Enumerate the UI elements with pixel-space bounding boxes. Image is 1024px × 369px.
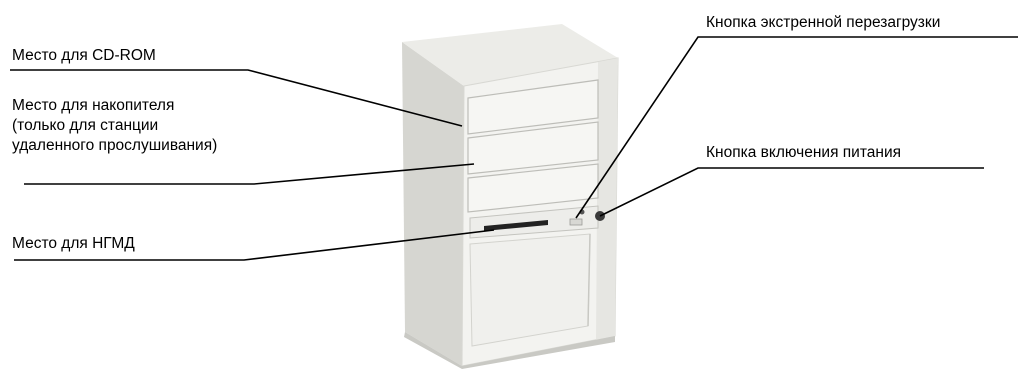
reset-leader-line <box>575 36 1018 219</box>
floppy-drive <box>469 205 599 239</box>
storage-label-line-3: удаленного прослушивания) <box>12 137 218 154</box>
storage-label: Место для накопителя (только для станции… <box>12 96 217 156</box>
tower-case <box>402 24 619 369</box>
cdrom-label: Место для CD-ROM <box>12 47 156 64</box>
spare-bay <box>467 163 599 213</box>
case-front-edge <box>596 58 618 340</box>
power-label: Кнопка включения питания <box>706 144 901 161</box>
door-seam <box>587 233 591 327</box>
power-leader-line <box>599 167 984 217</box>
storage-label-line-1: Место для накопителя <box>12 97 175 114</box>
storage-label-line-2: (только для станции <box>12 117 159 134</box>
storage-leader-line <box>24 163 475 185</box>
case-lower-door <box>469 233 591 347</box>
floppy-eject-button <box>569 218 583 226</box>
case-top <box>402 24 618 86</box>
storage-bay <box>467 121 599 175</box>
fdd-label: Место для НГМД <box>12 235 135 252</box>
leader-lines <box>10 36 1018 261</box>
reset-label: Кнопка экстренной перезагрузки <box>706 14 941 31</box>
drive-bays <box>467 79 599 213</box>
floppy-slot <box>484 220 548 231</box>
cdrom-bay <box>467 79 599 135</box>
case-side-panel <box>402 42 464 366</box>
cdrom-leader-line <box>10 69 463 127</box>
fdd-leader-line <box>14 229 495 261</box>
